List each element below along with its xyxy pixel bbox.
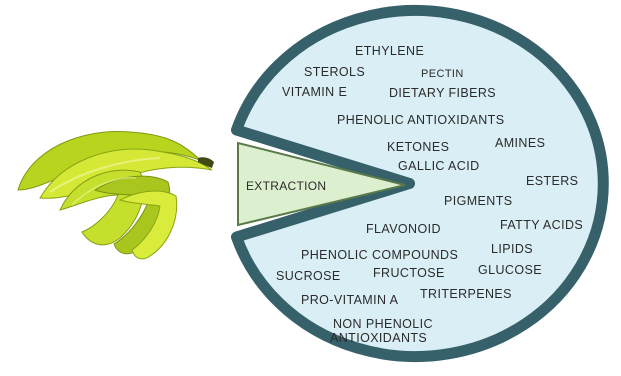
compound-label: DIETARY FIBERS xyxy=(389,86,496,100)
compound-label: LIPIDS xyxy=(491,242,533,256)
compound-label: NON PHENOLIC xyxy=(333,317,433,331)
compound-label: VITAMIN E xyxy=(282,85,347,99)
compound-label: SUCROSE xyxy=(276,269,341,283)
compound-label: GALLIC ACID xyxy=(398,159,480,173)
compound-label: ESTERS xyxy=(526,174,578,188)
compound-label: TRITERPENES xyxy=(420,287,512,301)
compound-label: STEROLS xyxy=(304,65,365,79)
compound-label: PRO-VITAMIN A xyxy=(301,293,399,307)
compound-label: PIGMENTS xyxy=(444,194,512,208)
compound-label: AMINES xyxy=(495,136,545,150)
compound-label: KETONES xyxy=(387,140,449,154)
compound-label: ETHYLENE xyxy=(355,44,424,58)
compound-label: PHENOLIC COMPOUNDS xyxy=(301,248,458,262)
banana-peel-icon xyxy=(18,132,214,259)
compound-label: FLAVONOID xyxy=(366,222,441,236)
extraction-label: EXTRACTION xyxy=(246,179,326,193)
compound-label: PECTIN xyxy=(421,68,464,80)
compound-label: FATTY ACIDS xyxy=(500,218,583,232)
compound-label: FRUCTOSE xyxy=(373,266,445,280)
compound-label: PHENOLIC ANTIOXIDANTS xyxy=(337,113,504,127)
compound-label: GLUCOSE xyxy=(478,263,542,277)
compound-label: ANTIOXIDANTS xyxy=(330,331,427,345)
